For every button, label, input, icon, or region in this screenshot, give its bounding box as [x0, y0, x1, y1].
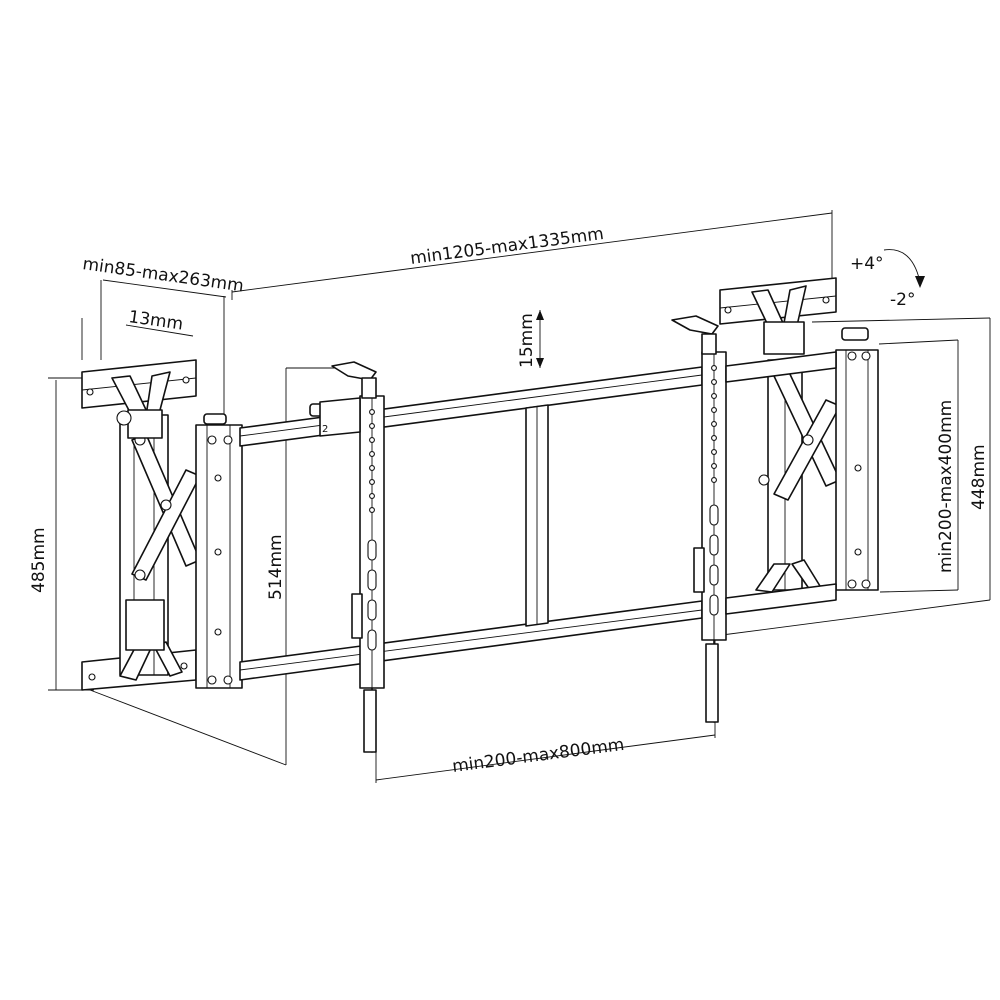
tilt-up-label: +4°: [850, 254, 884, 274]
right-slide-arm: [671, 315, 727, 723]
tilt-down-label: -2°: [890, 290, 915, 310]
right-wall-arm: [719, 277, 879, 615]
overall-width-label: min1205-max1335mm: [409, 224, 605, 269]
left-height-label: 485mm: [29, 527, 49, 593]
svg-text:2: 2: [322, 424, 328, 435]
left-slide-arm: 2: [309, 361, 385, 753]
depth-label: min85-max263mm: [81, 254, 245, 296]
left-screen-plate: [195, 413, 243, 689]
vesa-height-label: min200-max400mm: [936, 400, 956, 573]
plate-height-label: 514mm: [266, 534, 286, 600]
right-height-label: 448mm: [969, 444, 989, 510]
vertical-adjust-label: 15mm: [517, 313, 537, 368]
slot-label: 13mm: [127, 307, 184, 334]
vesa-width-label: min200-max800mm: [451, 735, 625, 777]
left-wall-arm: [81, 359, 201, 691]
